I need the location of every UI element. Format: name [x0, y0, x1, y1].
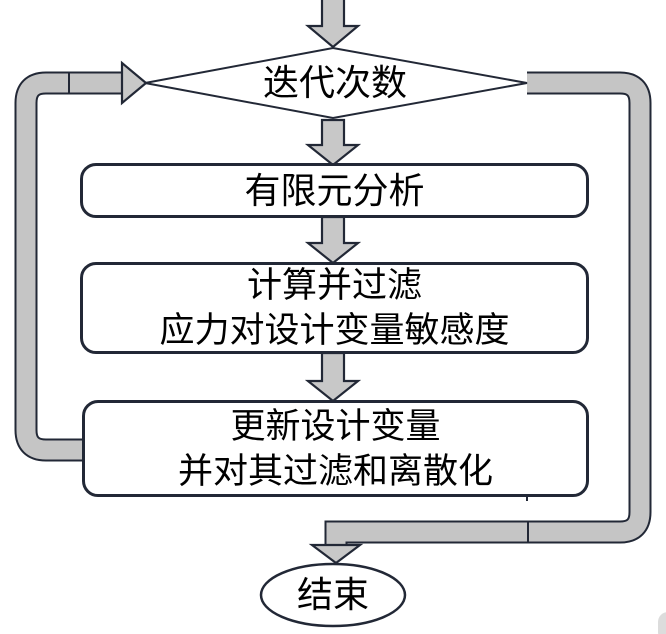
process-box-sensitivity-line2: 应力对设计变量敏感度: [159, 311, 510, 350]
exit-arrowhead: [308, 543, 364, 565]
loopback-left-arrow: [14, 60, 148, 462]
flow-arrow-decision-to-fea: [304, 118, 362, 167]
process-box-fea: 有限元分析: [80, 163, 589, 218]
process-box-update: 更新设计变量 并对其过滤和离散化: [82, 400, 589, 497]
process-box-sensitivity: 计算并过滤 应力对设计变量敏感度: [80, 262, 589, 354]
watermark-fragment: [658, 612, 666, 634]
flow-arrow-sensitivity-to-update: [304, 351, 362, 403]
process-box-update-line2: 并对其过滤和离散化: [177, 451, 493, 491]
process-box-update-line1: 更新设计变量: [230, 406, 441, 446]
loopback-arrowhead: [120, 60, 148, 106]
process-box-fea-label: 有限元分析: [244, 169, 425, 211]
process-box-sensitivity-line1: 计算并过滤: [246, 266, 422, 305]
decision-diamond-shape: [144, 46, 528, 120]
flow-arrow-fea-to-sensitivity: [304, 215, 362, 265]
end-ellipse-shape: [259, 562, 407, 628]
flow-arrow-start-to-decision: [304, 0, 362, 49]
exit-right-arrow: [308, 71, 652, 565]
